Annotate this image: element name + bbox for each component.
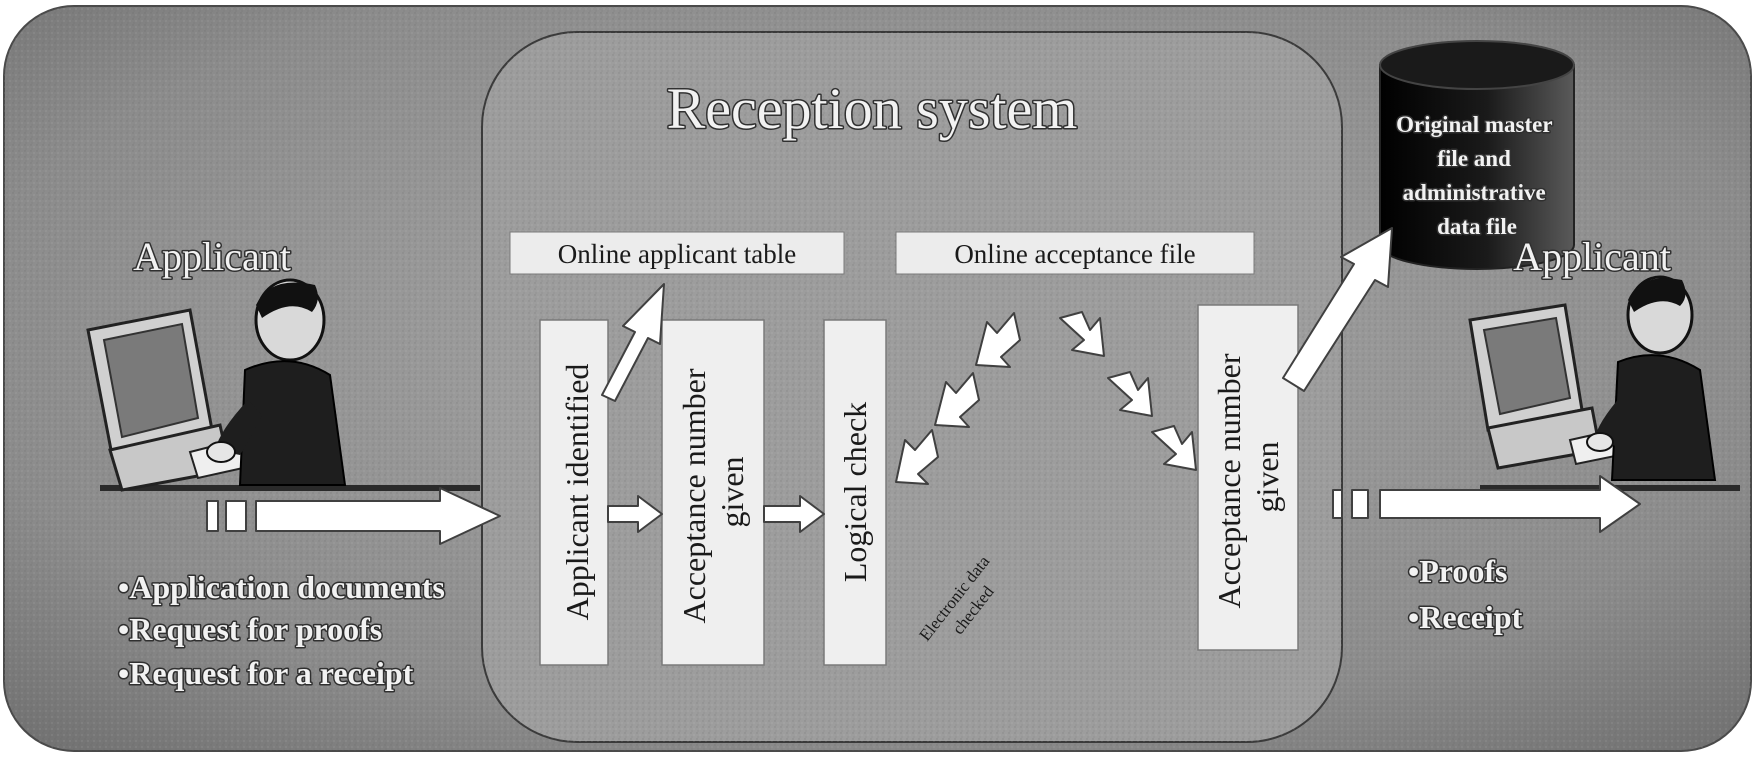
svg-text:Online acceptance file: Online acceptance file	[954, 239, 1195, 269]
step-applicant-identified: Applicant identified	[539, 319, 609, 666]
step-acceptance-number-given-1: Acceptance number given	[661, 319, 765, 666]
svg-text:Online applicant table: Online applicant table	[558, 239, 796, 269]
svg-text:Logical check: Logical check	[837, 402, 873, 582]
right-items: •Proofs •Receipt	[1408, 553, 1523, 635]
left-items: •Application documents •Request for proo…	[118, 569, 453, 691]
svg-text:Acceptance number given: Acceptance number given	[1211, 346, 1285, 609]
applicant-left-label: Applicant	[133, 234, 291, 279]
svg-text:Acceptance number given: Acceptance number given	[676, 361, 750, 624]
applicant-right-label: Applicant	[1513, 234, 1671, 279]
arrow-up-2	[934, 372, 980, 428]
step-acceptance-number-given-2: Acceptance number given	[1197, 304, 1299, 651]
left-applicant-computer-icon	[86, 278, 480, 492]
database-label: Original master file and administrative …	[1396, 112, 1558, 239]
arrow-down-2	[1107, 371, 1153, 417]
svg-text:Applicant identified: Applicant identified	[559, 364, 595, 621]
arrow-to-database	[1282, 227, 1393, 392]
arrow-to-applicant-table	[601, 283, 665, 402]
right-applicant-computer-icon	[1468, 275, 1740, 491]
online-applicant-table: Online applicant table	[509, 231, 845, 275]
online-acceptance-file: Online acceptance file	[895, 231, 1255, 275]
output-arrow	[1332, 475, 1641, 533]
arrow-box1-to-box2	[607, 495, 663, 533]
step-logical-check: Logical check	[823, 319, 887, 666]
arrow-down-3	[1151, 425, 1197, 471]
reception-system-title: Reception system	[667, 76, 1078, 141]
arrow-box2-to-box3	[763, 495, 825, 533]
input-arrow	[206, 487, 501, 545]
arrow-down-1	[1059, 311, 1105, 357]
arrow-up-3	[975, 312, 1021, 368]
arrow-up-1	[895, 429, 939, 485]
